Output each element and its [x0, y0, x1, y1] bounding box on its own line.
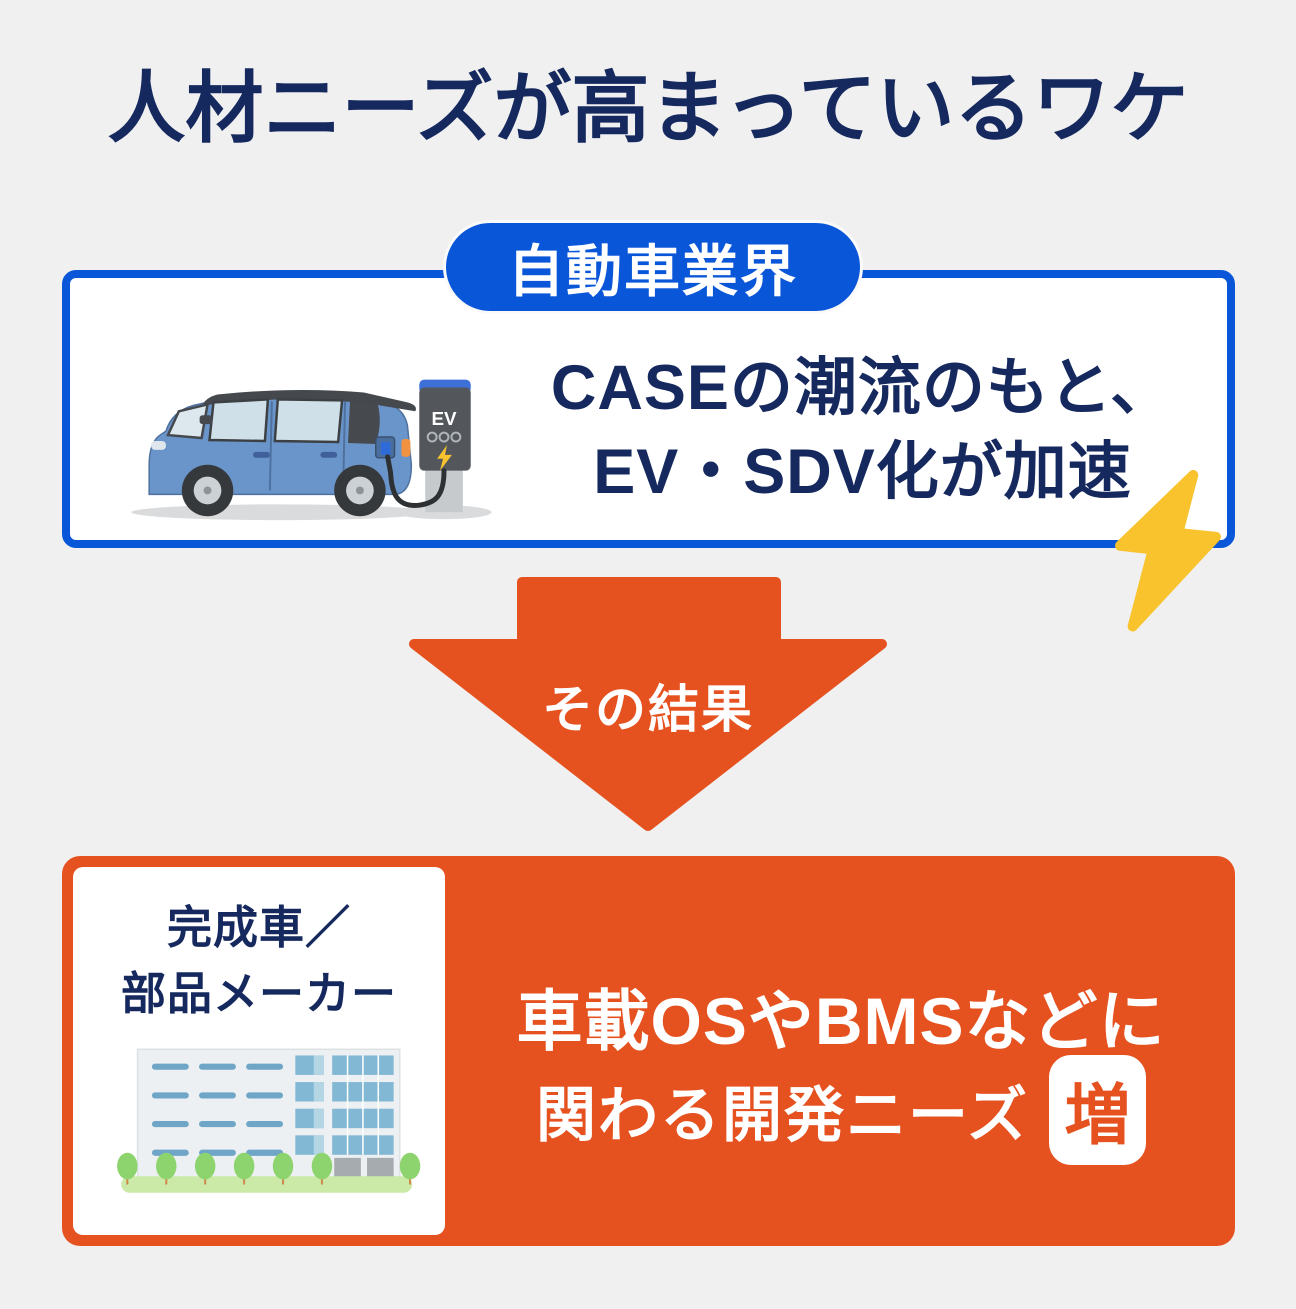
ev-car-charging-illustration: EV: [131, 379, 492, 521]
maker-label-line2: 部品メーカー: [120, 968, 397, 1019]
car-headlight: [151, 440, 166, 450]
down-arrow-icon: [409, 577, 887, 831]
result-heading-line1: 車載OSやBMSなどに: [516, 984, 1166, 1058]
increase-badge: 増: [1049, 1055, 1146, 1165]
building-stripe-windows: [151, 1063, 284, 1156]
car-door-handle: [253, 451, 270, 458]
car-charge-plug: [380, 441, 391, 455]
building-door: [367, 1157, 394, 1179]
car-taillight: [401, 439, 411, 457]
car-shadow: [131, 504, 429, 521]
industry-heading-line1: CASEの潮流のもと、: [550, 353, 1175, 423]
car-wheel: [181, 464, 234, 517]
industry-badge-label: 自動車業界: [508, 239, 798, 303]
car-door-handle: [320, 451, 338, 458]
result-heading-line2: 関わる開発ニーズ: [536, 1081, 1029, 1149]
car-icon: [148, 389, 416, 517]
industry-heading-line2: EV・SDV化が加速: [593, 437, 1132, 507]
building-icon: [117, 1048, 421, 1193]
station-ev-label: EV: [431, 408, 457, 429]
increase-badge-label: 増: [1064, 1078, 1131, 1152]
car-rear-pillar: [348, 401, 380, 444]
charging-cable: [385, 454, 447, 508]
car-windshield: [166, 402, 210, 440]
result-heading-row2: 関わる開発ニーズ 増: [447, 1054, 1235, 1166]
maker-panel: 完成車／ 部品メーカー: [73, 867, 445, 1235]
station-bolt-icon: [437, 444, 452, 471]
page-title: 人材ニーズが高まっているワケ: [107, 64, 1189, 152]
car-mirror: [199, 415, 213, 425]
industry-heading: CASEの潮流のもと、 EV・SDV化が加速: [505, 346, 1220, 514]
lightning-icon: [1115, 470, 1221, 632]
trees: [117, 1152, 421, 1185]
charging-station-icon: EV: [419, 379, 471, 513]
car-roof: [201, 389, 416, 412]
car-window-rear: [273, 398, 344, 444]
car-wheel: [334, 464, 386, 517]
building-door: [334, 1157, 361, 1179]
result-arrow: その結果: [408, 576, 888, 834]
arrow-label: その結果: [541, 681, 754, 738]
grass: [121, 1176, 413, 1193]
maker-label: 完成車／ 部品メーカー: [73, 895, 445, 1027]
result-card: 完成車／ 部品メーカー: [62, 856, 1235, 1246]
industry-badge: 自動車業界: [443, 220, 863, 314]
building-square-windows: [295, 1055, 394, 1155]
car-window-front: [208, 398, 270, 443]
maker-label-line1: 完成車／: [166, 902, 351, 953]
